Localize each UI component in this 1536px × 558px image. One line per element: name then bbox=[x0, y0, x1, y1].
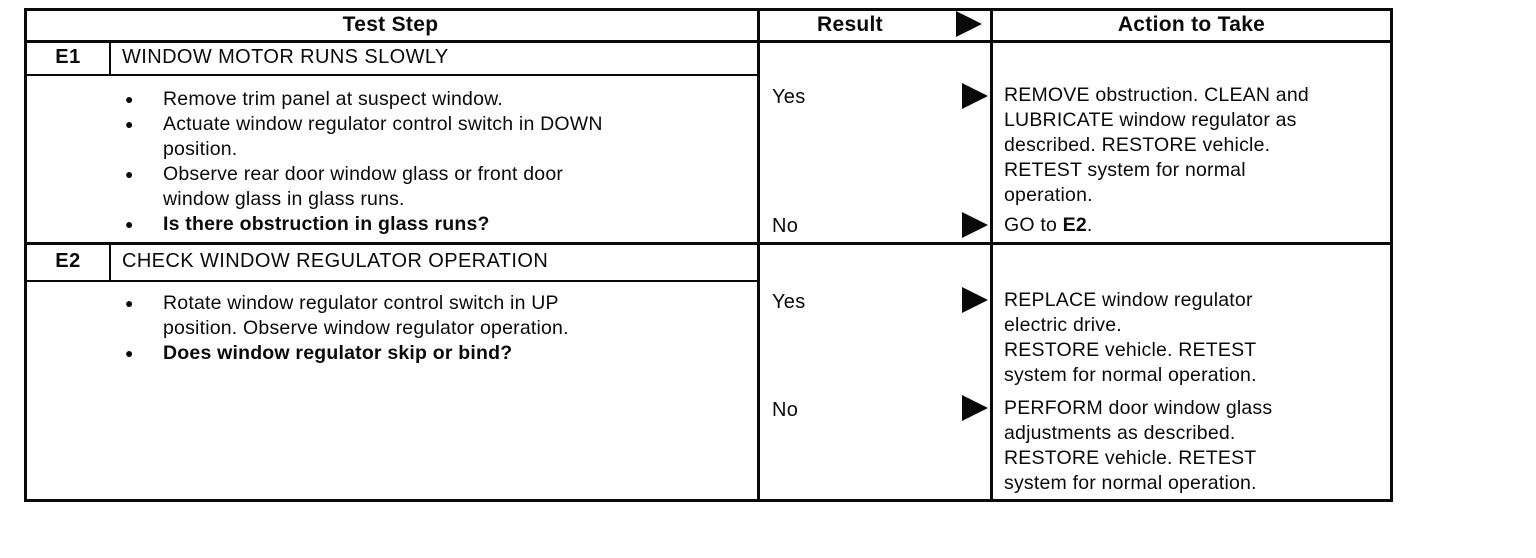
e2-id-cell-divider bbox=[109, 245, 111, 280]
test-step-title-e1: WINDOW MOTOR RUNS SLOWLY bbox=[122, 46, 449, 68]
result-label-e2-yes: Yes bbox=[772, 291, 806, 313]
result-arrow-icon bbox=[962, 395, 988, 421]
row-divider-e1-e2 bbox=[24, 242, 1390, 245]
column-header-action-to-take: Action to Take bbox=[1117, 13, 1266, 36]
test-step-id-e1: E1 bbox=[55, 46, 81, 68]
result-header-arrow-icon bbox=[956, 11, 982, 37]
result-label-e2-no: No bbox=[772, 399, 799, 421]
result-label-e1-yes: Yes bbox=[772, 86, 806, 108]
action-text-e1-no: GO to E2. bbox=[1004, 213, 1396, 238]
bullet-text: Rotate window regulator control switch i… bbox=[163, 292, 569, 339]
e1-id-cell-divider bbox=[109, 43, 111, 74]
test-step-bullets-e1: ● Remove trim panel at suspect window. ●… bbox=[125, 87, 745, 237]
header-row-divider bbox=[24, 40, 1390, 43]
result-arrow-icon bbox=[962, 212, 988, 238]
bullet-item-question: ● Is there obstruction in glass runs? bbox=[125, 212, 745, 237]
test-step-bullets-e2: ● Rotate window regulator control switch… bbox=[125, 291, 745, 366]
bullet-text: Does window regulator skip or bind? bbox=[163, 342, 513, 364]
bullet-dot-icon: ● bbox=[125, 216, 134, 232]
bullet-item: ● Rotate window regulator control switch… bbox=[125, 291, 745, 341]
bullet-dot-icon: ● bbox=[125, 295, 134, 311]
result-arrow-icon bbox=[962, 287, 988, 313]
result-arrow-icon bbox=[962, 83, 988, 109]
column-divider-teststep-result bbox=[757, 8, 760, 499]
test-step-id-e2: E2 bbox=[55, 250, 81, 272]
bullet-text: Is there obstruction in glass runs? bbox=[163, 213, 490, 235]
action-text-e2-yes: REPLACE window regulator electric drive.… bbox=[1004, 289, 1257, 386]
result-label-e1-no: No bbox=[772, 215, 799, 237]
action-text-e2-no: PERFORM door window glass adjustments as… bbox=[1004, 397, 1273, 494]
action-text-e1-yes: REMOVE obstruction. CLEAN and LUBRICATE … bbox=[1004, 84, 1309, 206]
bullet-dot-icon: ● bbox=[125, 91, 134, 107]
e2-title-divider bbox=[24, 280, 760, 282]
bullet-dot-icon: ● bbox=[125, 166, 134, 182]
bullet-text: Observe rear door window glass or front … bbox=[163, 163, 564, 210]
bullet-dot-icon: ● bbox=[125, 116, 134, 132]
column-header-result: Result bbox=[817, 13, 883, 36]
test-step-title-e2: CHECK WINDOW REGULATOR OPERATION bbox=[122, 250, 549, 272]
table-outer-border bbox=[24, 8, 1393, 502]
bullet-text: Actuate window regulator control switch … bbox=[163, 113, 603, 160]
bullet-item: ● Observe rear door window glass or fron… bbox=[125, 162, 745, 212]
goto-prefix: GO to bbox=[1004, 214, 1063, 236]
column-divider-result-action bbox=[990, 8, 993, 499]
e1-title-divider bbox=[24, 74, 760, 76]
bullet-item-question: ● Does window regulator skip or bind? bbox=[125, 341, 745, 366]
bullet-dot-icon: ● bbox=[125, 345, 134, 361]
goto-suffix: . bbox=[1086, 214, 1093, 236]
bullet-item: ● Remove trim panel at suspect window. bbox=[125, 87, 745, 112]
bullet-item: ● Actuate window regulator control switc… bbox=[125, 112, 745, 162]
goto-step-reference: E2 bbox=[1062, 214, 1087, 236]
column-header-test-step: Test Step bbox=[342, 13, 439, 36]
bullet-text: Remove trim panel at suspect window. bbox=[163, 88, 503, 110]
